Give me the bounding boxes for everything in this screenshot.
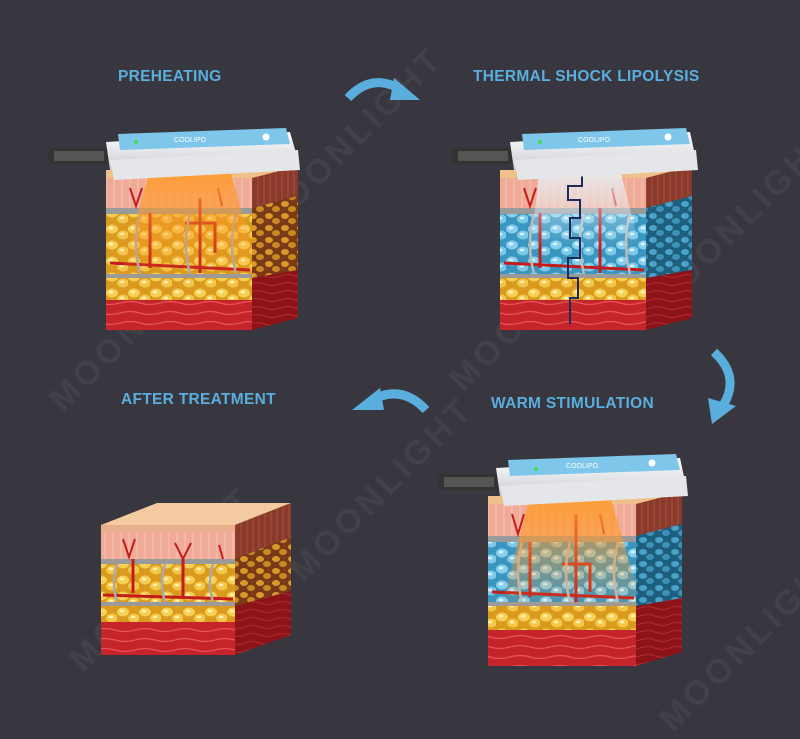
- panel-warm-stimulation: COOLIPO: [430, 452, 700, 677]
- skin-block-front: [500, 170, 646, 330]
- device-brand-label: COOLIPO: [174, 137, 206, 144]
- panel-preheating: COOLIPO: [40, 128, 310, 343]
- stage-label-thermal-shock: THERMAL SHOCK LIPOLYSIS: [473, 68, 700, 85]
- skin-block-side: [252, 166, 298, 330]
- shock-wave-line: [567, 171, 583, 324]
- panel-thermal-shock: COOLIPO: [440, 128, 710, 343]
- stage-label-after-treatment: AFTER TREATMENT: [121, 391, 276, 408]
- curved-arrow-right-icon: [344, 78, 420, 102]
- stage-label-preheating: PREHEATING: [118, 68, 222, 85]
- coolipo-device: COOLIPO: [452, 128, 698, 180]
- skin-block-front: [106, 170, 260, 330]
- skin-block-front: [101, 531, 235, 655]
- device-brand-label: COOLIPO: [578, 137, 610, 144]
- device-brand-label: COOLIPO: [566, 463, 598, 470]
- panel-after-treatment: [95, 495, 295, 660]
- curved-arrow-down-icon: [708, 348, 736, 424]
- curved-arrow-left-icon: [352, 388, 430, 414]
- skin-block-front: [488, 496, 644, 666]
- coolipo-device: COOLIPO: [48, 128, 300, 180]
- stage-label-warm-stimulation: WARM STIMULATION: [491, 395, 654, 412]
- skin-block-side: [235, 503, 291, 655]
- skin-block-side: [636, 492, 682, 666]
- skin-block-side: [646, 166, 692, 330]
- coolipo-device: COOLIPO: [438, 454, 688, 506]
